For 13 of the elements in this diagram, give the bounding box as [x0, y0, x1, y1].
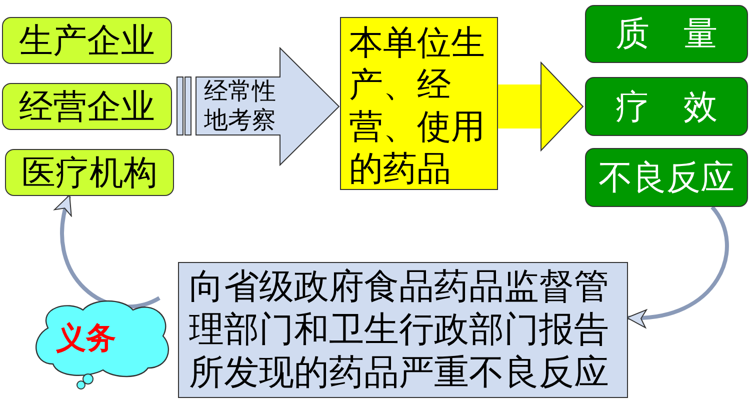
arrow-label: 经常性地考察: [204, 77, 277, 135]
curved-arrow: [626, 206, 729, 327]
category-box: 不良反应: [585, 148, 748, 207]
category-box: 质量: [585, 5, 748, 63]
block-arrow: [498, 62, 584, 151]
curved-arrow: [55, 194, 160, 308]
callout-box: 本单位生产、经营、使用的药品: [340, 17, 498, 190]
category-box: 医疗机构: [5, 149, 174, 196]
category-box: 经营企业: [2, 83, 172, 130]
cloud-label: 义务: [56, 320, 116, 358]
report-box: 向省级政府食品药品监督管理部门和卫生行政部门报告所发现的药品严重不良反应: [178, 262, 628, 398]
category-box: 生产企业: [2, 17, 172, 64]
category-box: 疗效: [585, 77, 748, 136]
